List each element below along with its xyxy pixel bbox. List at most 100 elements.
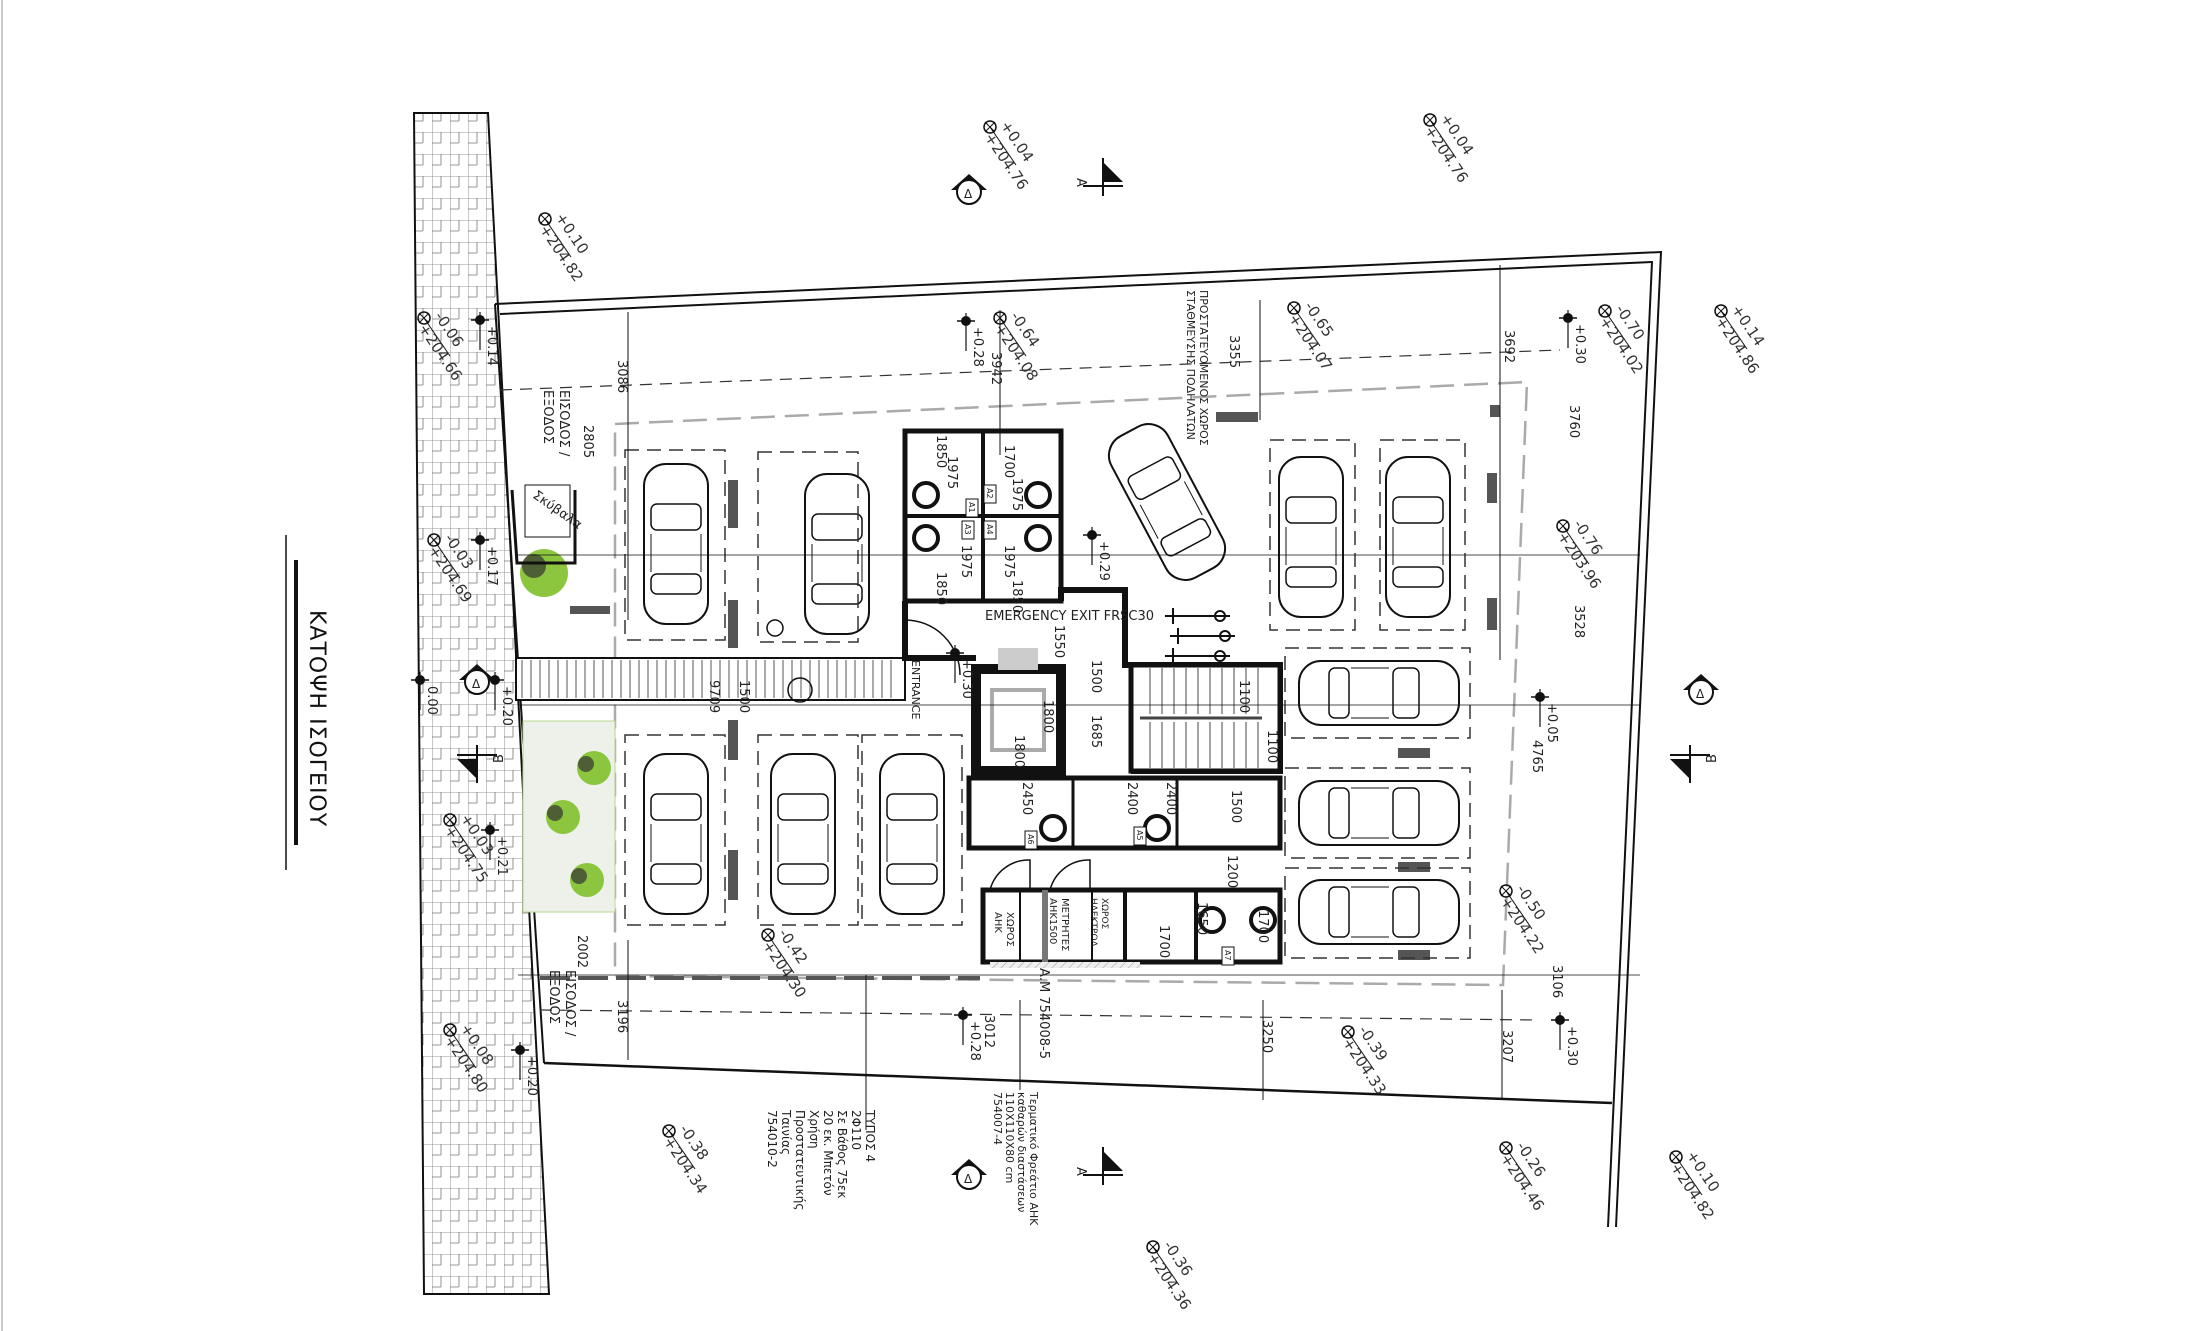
parked-car — [804, 473, 870, 635]
dimension-label: 9709 — [706, 680, 721, 713]
elec-room-label-1: ΧΩΡΟΣ — [1099, 898, 1109, 930]
level-mark: -0.38+204.34 — [660, 1121, 713, 1197]
tree-icon — [577, 751, 611, 785]
cable-note-line: Ταινίας — [779, 1109, 793, 1155]
storage-tag: A6 — [1024, 830, 1038, 850]
spot-level: +0.30 — [1551, 1012, 1579, 1066]
bicycle-icon — [1170, 628, 1235, 644]
parked-car — [643, 463, 709, 625]
dimension-label: 2400 — [1124, 782, 1139, 815]
bicycle-icon — [1165, 648, 1230, 664]
dimension-label: 1850 — [1009, 580, 1024, 613]
dimension-label: 3942 — [988, 352, 1003, 385]
dimension-label: 1700 — [1156, 925, 1171, 958]
parked-car — [643, 753, 709, 915]
spot-level-value: +0.30 — [959, 659, 974, 699]
ahk-room-label-2: ΑΗΚ — [992, 912, 1003, 933]
storage-tag-label: A3 — [963, 524, 972, 535]
parked-car — [770, 753, 836, 915]
spot-level-value: +0.29 — [1096, 541, 1111, 581]
parked-car — [1298, 780, 1460, 846]
accessible-parking-icon — [766, 619, 784, 637]
parked-car — [879, 753, 945, 915]
level-mark: +0.10+204.82 — [536, 209, 593, 285]
spot-level: +0.30 — [1559, 310, 1587, 364]
storage-tag-label: A7 — [1223, 950, 1232, 961]
storage-tag: A4 — [983, 520, 997, 540]
spot-level: +0.28 — [957, 313, 985, 367]
spot-level-value: +0.20 — [524, 1056, 539, 1096]
spot-level-value: +0.28 — [970, 327, 985, 367]
dimension-label: 1200 — [1224, 855, 1239, 888]
section-cut-letter: Β — [492, 754, 507, 763]
spot-level: +0.17 — [471, 532, 499, 586]
cable-note-line: 20 εκ. Μπετόν — [821, 1110, 835, 1196]
section-marker-icon: Δ — [951, 174, 987, 205]
parking-bay — [861, 734, 963, 926]
spot-level-value: +0.20 — [499, 686, 514, 726]
storage-tag: A7 — [1221, 946, 1235, 966]
dimension-label: 2002 — [574, 935, 589, 968]
bike-store-label-1: ΠΡΟΣΤΑΤΕΥΟΜΕΝΟΣ ΧΩΡΟΣ — [1197, 290, 1210, 446]
spot-level-value: +0.05 — [1544, 703, 1559, 743]
refuse-store: Σκύβαλα — [510, 484, 585, 565]
dimension-label: 1100 — [1236, 680, 1251, 713]
manhole-note-line: 110Χ110Χ80 cm — [1003, 1092, 1016, 1183]
dimension-label: 1800 — [1011, 735, 1026, 768]
entrance-top-label-1: ΕΙΣΟΔΟΣ / — [556, 390, 571, 457]
spot-level: +0.14 — [471, 312, 499, 366]
level-mark: -0.26+204.46 — [1497, 1138, 1550, 1214]
bicycle-racks — [1165, 608, 1235, 664]
storage-tag: A5 — [1133, 826, 1147, 846]
spot-level: +0.05 — [1531, 689, 1559, 743]
dimension-label: 1850 — [933, 572, 948, 605]
dimension-label: 1975 — [958, 545, 973, 578]
dimension-label: 2450 — [1019, 782, 1034, 815]
entrance-bottom-label-2: ΕΞΟΔΟΣ — [546, 970, 561, 1024]
section-marker-icon: Δ — [951, 1159, 987, 1190]
drawing-title-block: ΚΑΤΟΨΗ ΙΣΟΓΕΙΟΥ — [285, 535, 329, 870]
sidewalk-paving — [412, 112, 551, 1295]
storage-tag-label: A5 — [1135, 830, 1144, 841]
cable-note-line: Χρήση — [807, 1110, 821, 1149]
parking-bay — [1379, 439, 1466, 631]
level-mark: +0.10+204.82 — [1667, 1147, 1724, 1223]
section-marker-letter: Δ — [964, 1172, 973, 1186]
parked-car — [1298, 879, 1460, 945]
storage-tag: A3 — [961, 520, 975, 540]
annotations: ΕΙΣΟΔΟΣ / ΕΞΟΔΟΣ ΕΙΣΟΔΟΣ / ΕΞΟΔΟΣ ΠΡΟΣΤΑ… — [540, 290, 1210, 1130]
section-cut-arrow-icon: Α — [1073, 158, 1123, 196]
tree-icon — [520, 549, 568, 597]
dimension-label: 3106 — [1549, 965, 1564, 998]
spot-level-value: +0.30 — [1572, 324, 1587, 364]
utility-rooms — [980, 887, 1283, 965]
storage-tag: A1 — [965, 498, 979, 518]
storage-tag-label: A1 — [967, 502, 976, 513]
parking-bay — [624, 449, 726, 641]
level-mark: -0.65+204.07 — [1285, 298, 1338, 374]
parking-bay — [1284, 647, 1471, 739]
entry-ramp — [515, 657, 906, 703]
section-cut-letter: Α — [1073, 178, 1088, 187]
section-cut-letter: Β — [1705, 754, 1720, 763]
tree-icon — [570, 863, 604, 897]
dimension-label: 3012 — [981, 1015, 996, 1048]
storage-tag-label: A6 — [1026, 834, 1035, 845]
manhole-note-line: 754007-4 — [991, 1092, 1004, 1145]
spot-level-value: +0.21 — [494, 836, 509, 876]
spot-level: +0.28 — [954, 1007, 982, 1061]
bicycle-icon — [1165, 608, 1230, 624]
columns — [570, 405, 1500, 960]
dimension-label: 3196 — [614, 1000, 629, 1033]
dimension-label: 1550 — [1051, 625, 1066, 658]
spot-level-value: +0.17 — [484, 546, 499, 586]
section-cut-arrow-icon: Β — [457, 745, 507, 783]
parking-bay — [624, 734, 726, 926]
level-mark: +0.14+204.86 — [1712, 301, 1769, 377]
level-mark: -0.39+204.33 — [1339, 1022, 1392, 1098]
ahk-room-label-1: ΧΩΡΟΣ — [1004, 912, 1015, 947]
dimension-label: 2805 — [580, 425, 595, 458]
